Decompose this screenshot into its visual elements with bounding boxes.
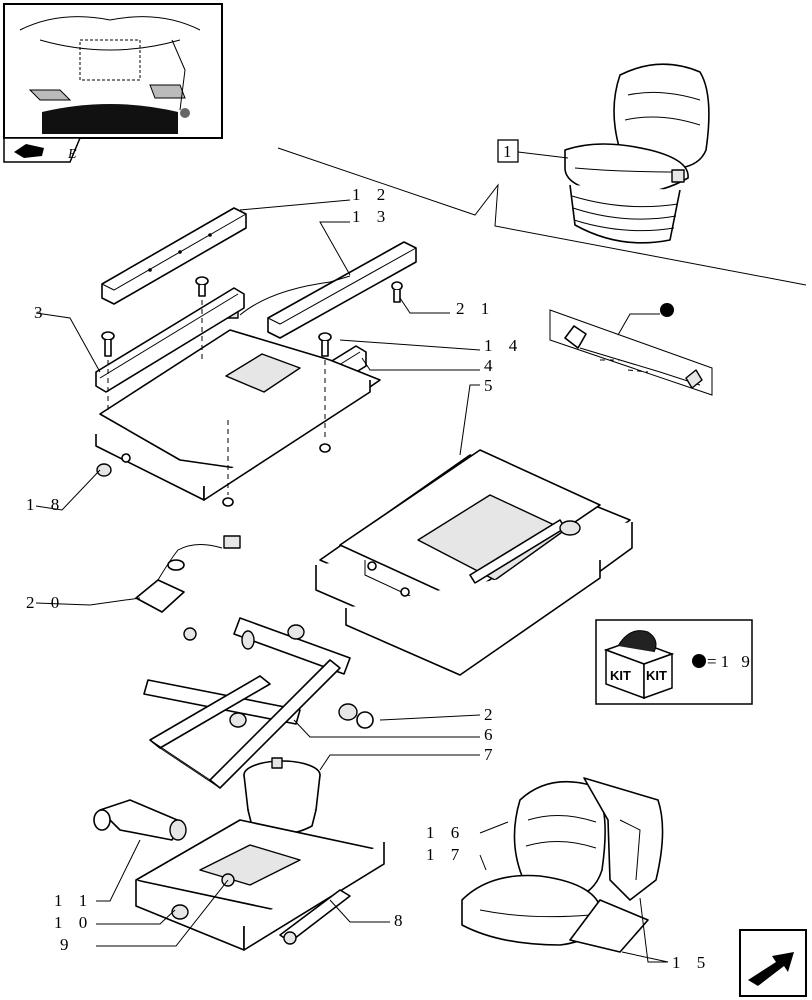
cushion-part-17 xyxy=(461,874,603,946)
callout-18: 1 8 xyxy=(26,495,65,514)
seat-assembly-complete xyxy=(564,63,710,244)
kit-box-icon: KIT KIT xyxy=(603,630,675,700)
next-page-arrow-icon[interactable] xyxy=(739,929,807,997)
backrest-part-16 xyxy=(513,780,606,899)
callout-13: 1 3 xyxy=(352,207,391,226)
book-icon[interactable]: E xyxy=(3,137,82,163)
callout-15: 1 5 xyxy=(672,953,711,972)
callout-12: 1 2 xyxy=(352,185,391,204)
slide-rail-part-3 xyxy=(95,287,245,393)
assembly-ref-label: 1 xyxy=(503,142,518,161)
switch-part-20 xyxy=(135,535,241,613)
leader-lines xyxy=(35,199,669,963)
dot-marker-icon xyxy=(660,303,674,317)
callout-4: 4 xyxy=(484,356,499,375)
callout-2: 2 xyxy=(484,705,499,724)
callout-16: 1 6 xyxy=(426,823,465,842)
rail-part-12 xyxy=(101,207,247,305)
rail-part-13 xyxy=(225,241,417,339)
callout-11: 1 1 xyxy=(54,891,93,910)
cover-part-15 xyxy=(569,777,664,953)
callout-9: 9 xyxy=(60,935,75,954)
callout-5: 5 xyxy=(484,376,499,395)
callout-17: 1 7 xyxy=(426,845,465,864)
kit-badge-right: KIT xyxy=(646,668,667,683)
kit-dot-icon xyxy=(692,654,706,668)
air-spring-part-7 xyxy=(243,757,321,835)
shock-absorber-part-11 xyxy=(93,799,187,841)
callout-6: 6 xyxy=(484,725,499,744)
thumbnail-tractor-cab[interactable] xyxy=(3,3,223,139)
leader-dot xyxy=(617,313,660,336)
thumbnail-tab-letter: E xyxy=(67,147,77,162)
harness-dot-part xyxy=(549,309,713,396)
callout-3: 3 xyxy=(34,303,49,322)
seat-frame-part-5 xyxy=(315,449,633,676)
scissor-mechanism xyxy=(143,617,374,789)
callout-10: 1 0 xyxy=(54,913,93,932)
callout-14: 1 4 xyxy=(484,336,523,355)
lower-base-part-8 xyxy=(135,819,385,951)
callout-21: 2 1 xyxy=(456,299,495,318)
section-break-line xyxy=(277,147,807,286)
callout-7: 7 xyxy=(484,745,499,764)
kit-badge-left: KIT xyxy=(610,668,631,683)
kit-legend-text: =1 9 xyxy=(707,652,754,671)
base-plate xyxy=(95,329,381,507)
callout-8: 8 xyxy=(394,911,409,930)
assembly-ref-box[interactable]: 1 xyxy=(497,139,569,163)
kit-legend-box[interactable]: KIT KIT =1 9 xyxy=(595,619,754,705)
callout-20: 2 0 xyxy=(26,593,65,612)
